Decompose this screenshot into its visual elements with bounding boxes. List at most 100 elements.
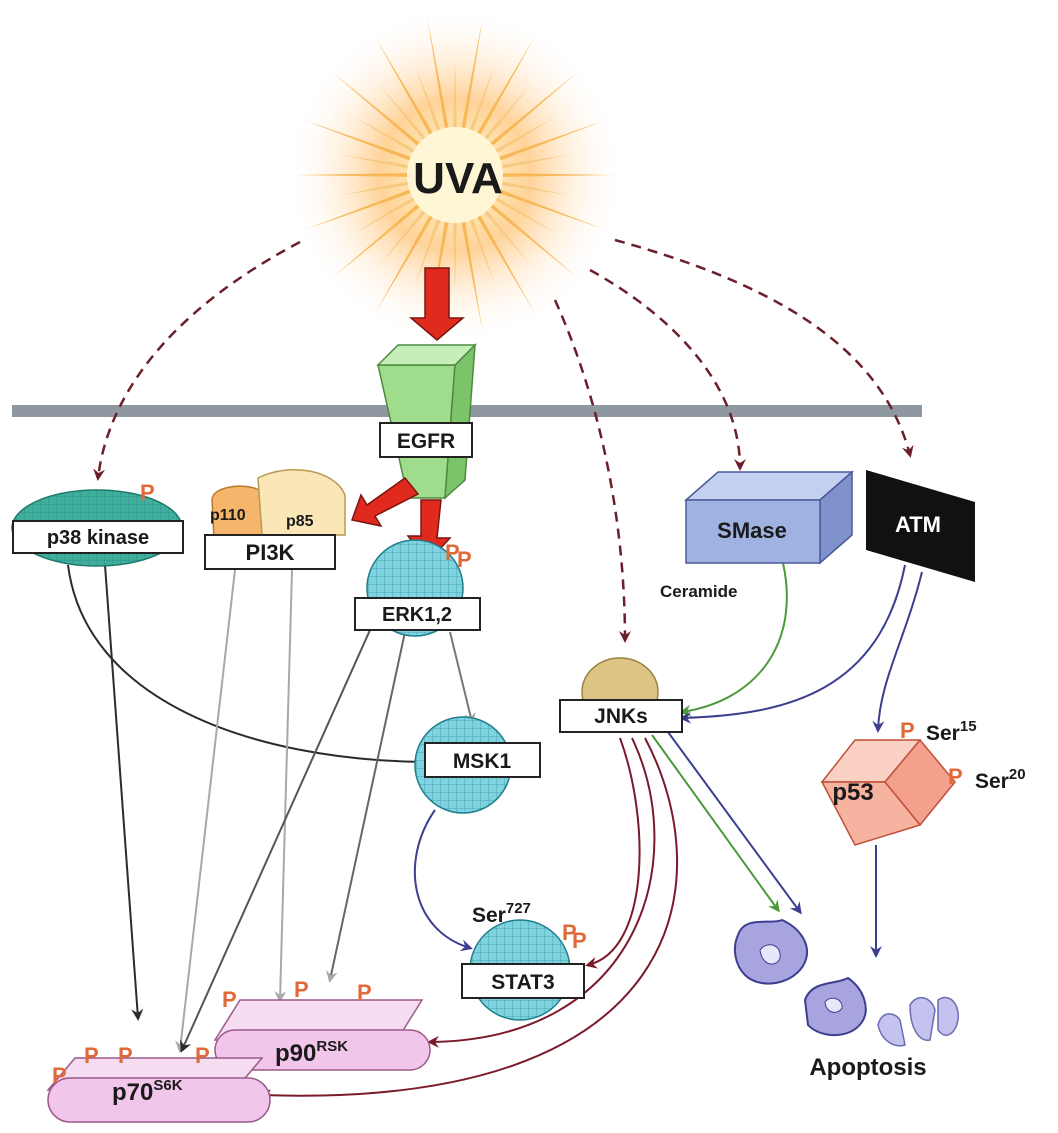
sun-ray bbox=[415, 66, 444, 139]
jnks-label: JNKs bbox=[594, 705, 648, 728]
stat3-label-box bbox=[461, 963, 585, 999]
sun-ray bbox=[491, 186, 606, 230]
sun-ray bbox=[493, 179, 569, 195]
sun-ray bbox=[332, 199, 426, 278]
p53-label: p53 bbox=[832, 779, 873, 806]
uva-sun: UVA bbox=[285, 5, 625, 345]
arrow-erk-p70 bbox=[180, 629, 371, 1053]
uva-label: UVA bbox=[413, 154, 503, 203]
arrow-jnks-p70 bbox=[259, 737, 678, 1102]
ser15-label: Ser15 bbox=[926, 718, 977, 745]
stat3-label: STAT3 bbox=[491, 971, 554, 994]
pi3k-node: p110 p85 PI3K bbox=[204, 468, 346, 570]
msk1-label: MSK1 bbox=[453, 750, 512, 773]
sun-ray bbox=[355, 117, 422, 157]
p90-phospho-1: P bbox=[222, 987, 237, 1012]
uva-dashed-arrows bbox=[93, 238, 914, 643]
red-arrow-egfr-pi3k bbox=[351, 476, 420, 528]
arrow-jnks-apoptosis-blue bbox=[667, 731, 802, 915]
sun-ray bbox=[459, 213, 483, 333]
egfr-label: EGFR bbox=[397, 430, 455, 453]
sun-ray bbox=[484, 72, 578, 151]
p90-phospho-2: P bbox=[294, 977, 309, 1002]
arrow-ceramide-jnks bbox=[679, 562, 788, 717]
arrow-msk1-stat3 bbox=[413, 809, 473, 952]
p38-label-box bbox=[12, 520, 184, 554]
ser20-label: Ser20 bbox=[975, 766, 1026, 793]
sun-ray bbox=[375, 36, 437, 142]
arrow-atm-p53 bbox=[872, 571, 923, 733]
jnks-node: JNKs bbox=[559, 657, 683, 733]
p70-phospho-4: P bbox=[195, 1043, 210, 1068]
sun-ray bbox=[304, 186, 419, 230]
p38-label: p38 kinase bbox=[47, 527, 149, 549]
p70s6k-label: p70S6K bbox=[112, 1077, 183, 1106]
dashed-arrow-jnks bbox=[553, 299, 631, 643]
sun-ray bbox=[375, 208, 437, 314]
dashed-arrow-p38 bbox=[93, 240, 301, 481]
sun-ray bbox=[479, 204, 529, 264]
msk1-node: MSK1 bbox=[414, 716, 541, 814]
sun-ray bbox=[341, 155, 417, 171]
sun-ray bbox=[488, 193, 555, 233]
sun-core bbox=[407, 127, 503, 223]
arrow-erk-p90 bbox=[326, 631, 406, 983]
p85-label: p85 bbox=[286, 513, 314, 530]
sun-ray bbox=[304, 120, 419, 164]
p53-phospho-ser15: P bbox=[900, 718, 915, 743]
egfr-label-box bbox=[379, 422, 473, 458]
ser727-label: Ser727 bbox=[472, 900, 531, 927]
sun-ray bbox=[493, 155, 569, 171]
arrow-jnks-apoptosis-green bbox=[651, 734, 780, 913]
sun-ray bbox=[473, 208, 535, 314]
p70-phospho-2: P bbox=[84, 1043, 99, 1068]
atm-label: ATM bbox=[895, 512, 941, 537]
atm-node: ATM bbox=[866, 470, 975, 582]
sun-ray bbox=[484, 199, 578, 278]
apoptosis-label: Apoptosis bbox=[809, 1054, 926, 1081]
sun-ray bbox=[479, 86, 529, 146]
arrow-pi3k-p90 bbox=[274, 569, 293, 1003]
sun-ray bbox=[381, 204, 431, 264]
p38-kinase-node: p38 kinase P bbox=[11, 480, 184, 567]
erk-label: ERK1,2 bbox=[382, 604, 452, 626]
dashed-arrow-smase bbox=[589, 268, 746, 471]
sun-ray bbox=[453, 214, 457, 290]
sun-ray bbox=[473, 36, 535, 142]
ceramide-label: Ceramide bbox=[660, 582, 737, 601]
dashed-arrow-atm bbox=[614, 238, 914, 458]
sun-ray bbox=[332, 72, 426, 151]
arrow-p38-p70 bbox=[104, 564, 144, 1021]
p90-phospho-3: P bbox=[357, 980, 372, 1005]
sun-ray bbox=[427, 17, 451, 137]
p110-label: p110 bbox=[210, 507, 246, 524]
stat3-phospho-1: P bbox=[562, 920, 577, 945]
sun-ray bbox=[466, 211, 495, 284]
red-arrow-uva-egfr bbox=[408, 267, 466, 341]
p53-phospho-ser20: P bbox=[948, 764, 963, 789]
pi3k-label: PI3K bbox=[246, 540, 295, 565]
arrow-pi3k-p70 bbox=[175, 569, 236, 1053]
p90rsk-node: p90RSK P P P bbox=[213, 977, 431, 1071]
arrow-erk-msk1 bbox=[449, 631, 476, 725]
sun-ray bbox=[415, 211, 444, 284]
p70-phospho-1: P bbox=[52, 1063, 67, 1088]
p38-phospho: P bbox=[140, 480, 155, 505]
pi3k-label-box bbox=[204, 534, 336, 570]
sun-ray bbox=[295, 173, 416, 177]
smase-node: SMase bbox=[684, 470, 854, 565]
sun-ray bbox=[459, 17, 483, 137]
jnks-label-box bbox=[559, 699, 683, 733]
arrow-p38-msk1 bbox=[67, 564, 428, 768]
erk-node: ERK1,2 P P bbox=[354, 539, 481, 637]
sun-ray bbox=[341, 179, 417, 195]
p70s6k-node: p70S6K P P P P bbox=[46, 1043, 271, 1123]
arrow-jnks-p90 bbox=[427, 737, 656, 1048]
erk-phospho-2: P bbox=[457, 547, 472, 572]
sun-ray bbox=[355, 193, 422, 233]
erk-label-box bbox=[354, 597, 481, 631]
sun-ray bbox=[494, 173, 615, 177]
p90rsk-label: p90RSK bbox=[275, 1038, 348, 1067]
apoptotic-body-3 bbox=[877, 1013, 906, 1047]
